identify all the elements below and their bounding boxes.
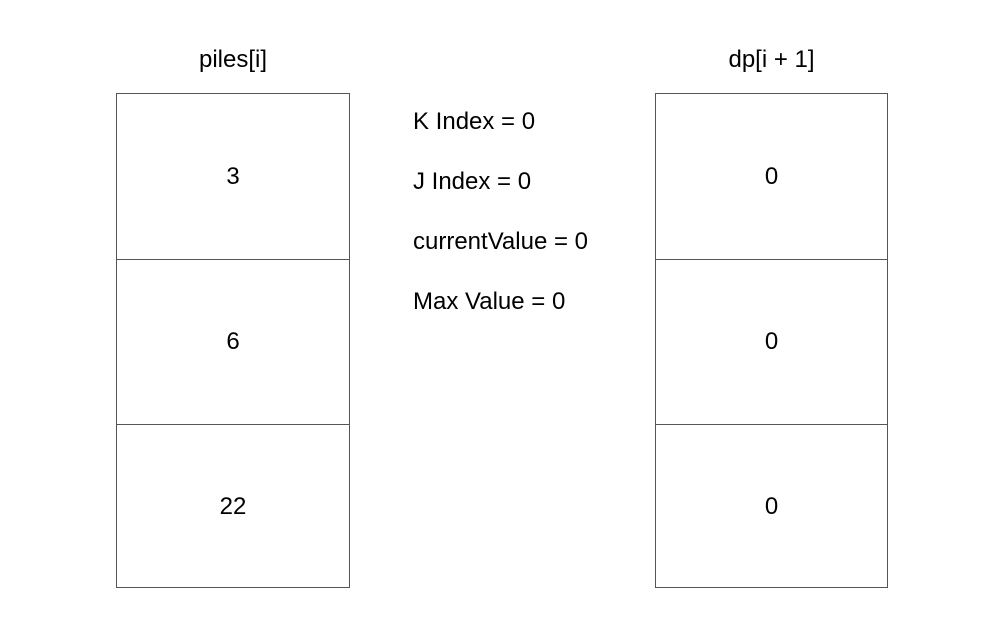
dp-cell: 0 (656, 259, 887, 424)
dp-array: 0 0 0 (655, 93, 888, 588)
piles-cell: 3 (117, 94, 349, 259)
k-index-label: K Index = 0 (413, 108, 536, 135)
dp-cell-value: 0 (764, 493, 779, 520)
piles-column-title: piles[i] (198, 46, 268, 73)
piles-array: 3 6 22 (116, 93, 350, 588)
dp-cell: 0 (656, 94, 887, 259)
piles-cell-value: 6 (226, 328, 240, 355)
current-value-label: currentValue = 0 (413, 228, 588, 255)
max-value-label: Max Value = 0 (413, 288, 566, 315)
variable-panel: K Index = 0 J Index = 0 currentValue = 0… (413, 104, 643, 344)
dp-cell-value: 0 (764, 162, 779, 190)
piles-cell: 6 (117, 259, 349, 424)
dp-column-title: dp[i + 1] (728, 46, 815, 73)
dp-cell: 0 (656, 424, 887, 589)
piles-cell: 22 (117, 424, 349, 589)
piles-cell-value: 3 (226, 162, 240, 190)
dp-cell-value: 0 (764, 328, 779, 355)
j-index-label: J Index = 0 (413, 168, 532, 195)
piles-cell-value: 22 (219, 493, 247, 520)
